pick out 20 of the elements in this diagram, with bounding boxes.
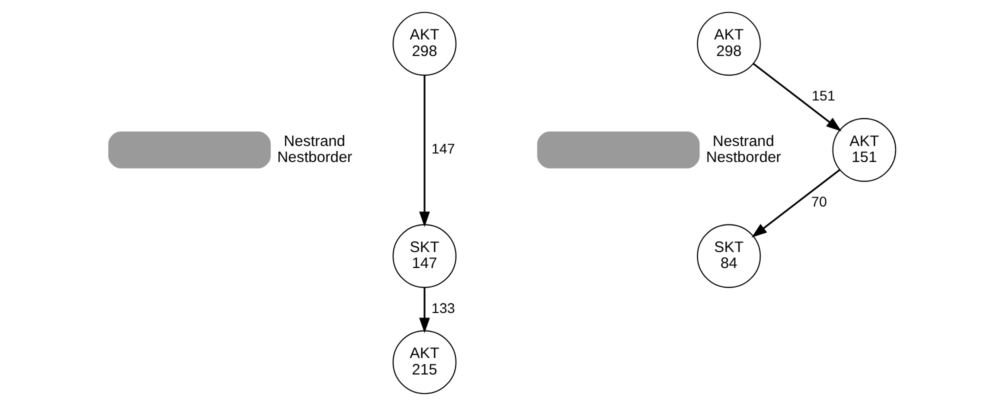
edge-label: 147	[431, 140, 455, 157]
arrow	[418, 288, 430, 334]
node-circle: AKT 151	[832, 118, 896, 182]
node-circle: SKT 84	[696, 224, 760, 288]
arrow	[418, 75, 430, 228]
node-label: Nestborder	[706, 149, 781, 166]
arrow	[752, 63, 842, 132]
node-circle: SKT 147	[392, 224, 456, 288]
node-label: Nestborder	[276, 149, 352, 166]
node-circle: AKT 298	[392, 12, 456, 76]
edge-label: 151	[811, 88, 835, 104]
node-label: Nestrand	[283, 132, 345, 150]
node-label: Nestrand	[712, 132, 774, 150]
node-circle: AKT 215	[392, 330, 456, 394]
node-band	[108, 132, 270, 168]
edge-label: 70	[810, 194, 826, 210]
edge-label: 133	[431, 300, 455, 316]
node-band	[536, 132, 700, 168]
node-circle: AKT 298	[696, 12, 760, 76]
arrow	[751, 169, 840, 238]
